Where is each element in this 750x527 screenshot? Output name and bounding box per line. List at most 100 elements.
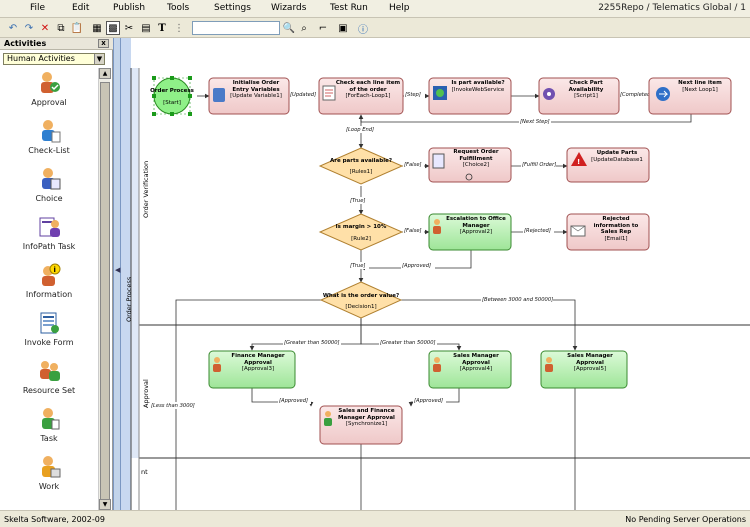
status-bar: Skelta Software, 2002-09 No Pending Serv… xyxy=(0,510,750,527)
menu-file[interactable]: File xyxy=(30,3,46,13)
node-escalation[interactable]: Escalation to Office Manager [Approval2] xyxy=(428,213,512,251)
node-rejected-information[interactable]: Rejected information to Sales Rep [Email… xyxy=(566,213,650,251)
find-next-icon[interactable]: ⌕ xyxy=(301,22,307,34)
node-check-part[interactable]: Check Part Availability [Script1] xyxy=(538,77,620,115)
activity-approval[interactable]: Approval xyxy=(0,70,98,118)
node-type: [Next Loop1] xyxy=(682,86,718,93)
copy-icon[interactable]: ⧉ xyxy=(57,22,65,34)
node-order-value[interactable]: What is the order value? [Decision1] xyxy=(319,281,403,319)
lane-label-order-process: Order Process xyxy=(125,276,133,322)
node-type: [InvokeWebService xyxy=(451,86,505,93)
edge-label-fulfill-order: [Fulfill Order] xyxy=(522,162,556,168)
activity-check-list[interactable]: Check-List xyxy=(0,118,98,166)
workflow-canvas[interactable]: Order Process Order Verification Approva… xyxy=(121,38,750,510)
node-sales-manager-approval[interactable]: Sales Manager Approval [Approval4] xyxy=(428,350,512,389)
chevron-down-icon[interactable]: ▼ xyxy=(94,54,104,64)
node-is-margin[interactable]: Is margin > 10% [Rule2] xyxy=(318,213,404,251)
activity-category-select[interactable]: Human Activities ▼ xyxy=(3,53,105,65)
grid-icon[interactable]: ▩ xyxy=(106,21,120,35)
work-icon xyxy=(42,456,61,478)
scroll-down-icon[interactable]: ▼ xyxy=(99,499,111,510)
node-type: [Choice2] xyxy=(462,162,490,168)
node-title: Check each line item of the order xyxy=(335,80,401,93)
node-part-available[interactable]: Is part available? [InvokeWebService xyxy=(428,77,512,115)
activities-panel-header: Activities x xyxy=(0,38,113,50)
node-title: Escalation to Office Manager xyxy=(446,216,506,229)
dotted-grid-icon[interactable]: ⋮ xyxy=(174,22,184,34)
delete-icon[interactable]: ✕ xyxy=(40,22,50,34)
workflow-diagram: Order Process Order Verification Approva… xyxy=(121,38,750,510)
repository-path: 2255Repo / Telematics Global / 1 xyxy=(598,3,746,13)
node-foreach-loop[interactable]: Check each line item of the order [ForEa… xyxy=(318,77,404,115)
activity-work[interactable]: Work xyxy=(0,454,98,502)
scroll-up-icon[interactable]: ▲ xyxy=(99,68,111,79)
panel-splitter[interactable]: ◀ xyxy=(113,38,121,510)
node-next-line-item[interactable]: Next line item [Next Loop1] xyxy=(648,77,732,115)
menu-settings[interactable]: Settings xyxy=(214,3,251,13)
edge-label-approved: [Approved] xyxy=(414,398,443,404)
information-icon: i xyxy=(42,263,61,286)
activity-choice[interactable]: Choice xyxy=(0,166,98,214)
edge-label-step: [Step] xyxy=(405,92,421,98)
properties-icon[interactable]: ▣ xyxy=(338,22,348,34)
scrollbar-thumb[interactable] xyxy=(100,82,110,512)
activity-label: Work xyxy=(38,482,60,491)
activity-label: Resource Set xyxy=(22,386,76,395)
menu-wizards[interactable]: Wizards xyxy=(271,3,307,13)
connector-icon[interactable]: ⌐ xyxy=(318,22,328,34)
help-icon[interactable]: ⓘ xyxy=(358,24,368,36)
search-input[interactable] xyxy=(192,21,280,35)
activity-infopath-task[interactable]: InfoPath Task xyxy=(0,214,98,262)
activity-resource-set[interactable]: Resource Set xyxy=(0,358,98,406)
text-icon[interactable]: T xyxy=(158,22,166,34)
edge-label-loop-end: [Loop End] xyxy=(346,127,374,133)
menu-publish[interactable]: Publish xyxy=(113,3,146,13)
menu-tools[interactable]: Tools xyxy=(167,3,190,13)
server-status: No Pending Server Operations xyxy=(625,515,746,524)
find-icon[interactable]: 🔍 xyxy=(282,22,296,34)
edge-label-completed: [Completed] xyxy=(620,92,652,98)
activities-scrollbar[interactable]: ▲ ▼ xyxy=(98,68,111,512)
verification-lane-band xyxy=(131,68,139,328)
node-synchronize[interactable]: Sales and Finance Manager Approval [Sync… xyxy=(319,405,403,445)
edge-label-next-step: [Next Step] xyxy=(520,119,550,125)
node-start[interactable]: Order Process [Start] xyxy=(150,76,195,116)
layout-icon[interactable]: ▦ xyxy=(92,22,102,34)
task-icon xyxy=(42,408,60,430)
node-title: Check Part Availability xyxy=(568,80,604,93)
menu-test-run[interactable]: Test Run xyxy=(330,3,368,13)
node-title: Sales Manager Approval xyxy=(567,353,613,366)
invoke-form-icon xyxy=(40,312,59,334)
activities-panel: Activities x Human Activities ▼ Approval… xyxy=(0,38,113,512)
menu-edit[interactable]: Edit xyxy=(72,3,90,13)
node-finance-manager-approval[interactable]: Finance Manager Approval [Approval3] xyxy=(208,350,296,389)
activity-label: Approval xyxy=(31,98,67,107)
activity-task[interactable]: Task xyxy=(0,406,98,454)
activities-title: Activities xyxy=(4,39,47,48)
node-type: [Script1] xyxy=(574,93,598,99)
redo-icon[interactable]: ↷ xyxy=(24,22,34,34)
tools-icon[interactable]: ✂ xyxy=(124,22,134,34)
lane-label-third: nt xyxy=(141,468,148,476)
node-request-fulfillment[interactable]: Request Order Fulfillment [Choice2] xyxy=(428,147,512,183)
chevron-left-icon[interactable]: ◀ xyxy=(115,266,121,274)
paste-icon[interactable]: 📋 xyxy=(70,22,84,34)
node-sales-manager-approval[interactable]: Sales Manager Approval [Approval5] xyxy=(540,350,628,389)
node-type: [Approval5] xyxy=(573,366,607,372)
lane-label-order-verification: Order Verification xyxy=(142,161,150,218)
shapes-icon[interactable]: ▤ xyxy=(141,22,151,34)
node-update-parts[interactable]: ! Update Parts [UpdateDatabase1 xyxy=(566,147,650,183)
menu-help[interactable]: Help xyxy=(389,3,410,13)
node-type: [UpdateDatabase1 xyxy=(591,156,643,163)
node-init-variables[interactable]: Initialise Order Entry Variables [Update… xyxy=(208,77,290,115)
activity-information[interactable]: i Information xyxy=(0,262,98,310)
undo-icon[interactable]: ↶ xyxy=(8,22,18,34)
svg-text:i: i xyxy=(54,266,56,274)
close-panel-button[interactable]: x xyxy=(98,39,109,48)
edge-label-greater-than: [Greater than 50000] xyxy=(380,340,436,346)
edge-label-false: [False] xyxy=(404,228,422,234)
activity-invoke-form[interactable]: Invoke Form xyxy=(0,310,98,358)
node-are-parts-available[interactable]: Are parts available? [Rules1] xyxy=(318,147,404,185)
node-type: [Email1] xyxy=(604,235,628,242)
edge-label-true: [True] xyxy=(350,198,365,204)
